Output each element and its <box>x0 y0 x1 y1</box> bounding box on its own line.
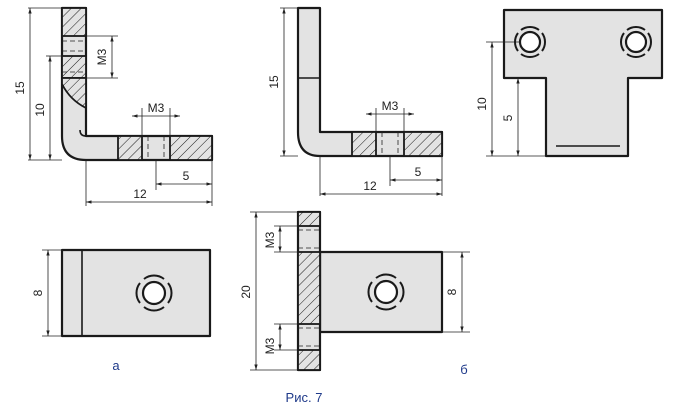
dim-a-15: 15 <box>13 81 27 95</box>
section-right-a <box>169 135 213 161</box>
inner-fillet <box>79 129 87 137</box>
section-left-b <box>351 131 377 157</box>
dim-side-5: 5 <box>501 114 515 121</box>
dim-b-12: 12 <box>363 179 377 193</box>
hole-b-top <box>373 279 399 305</box>
dim-a-m3-vert: M3 <box>95 48 109 65</box>
view-b-front: 15 M3 5 12 <box>267 6 444 196</box>
dim-side-10: 10 <box>475 97 489 111</box>
side-view-t-shape: 10 5 <box>475 8 664 158</box>
section-curve-a <box>61 77 87 110</box>
dim-b-15: 15 <box>267 75 281 89</box>
view-b-top: 20 M3 M3 8 б <box>239 210 470 377</box>
dim-a-5: 5 <box>183 169 190 183</box>
label-b: б <box>460 362 467 377</box>
dim-b-m3-bottom: M3 <box>263 337 277 354</box>
dim-a-8: 8 <box>31 289 45 296</box>
dim-b-20: 20 <box>239 285 253 299</box>
hole-left <box>518 30 542 54</box>
view-a-front: 15 10 M3 M3 5 12 <box>13 6 214 206</box>
section-left-a <box>117 135 143 161</box>
dim-b-8: 8 <box>445 288 459 295</box>
dim-a-12: 12 <box>133 187 147 201</box>
dim-b-5: 5 <box>415 165 422 179</box>
section-right-b <box>403 131 443 157</box>
dim-b-m3: M3 <box>382 99 399 113</box>
section-top-a <box>61 7 87 37</box>
section-mid-a <box>61 55 87 79</box>
hole-a-top <box>141 280 167 306</box>
dim-a-m3-horiz: M3 <box>148 101 165 115</box>
figure-caption: Рис. 7 <box>286 390 323 405</box>
label-a: а <box>112 358 120 373</box>
view-a-top: 8 а <box>31 248 212 373</box>
dim-b-m3-top: M3 <box>263 231 277 248</box>
dim-a-10: 10 <box>33 103 47 117</box>
hole-right <box>624 30 648 54</box>
